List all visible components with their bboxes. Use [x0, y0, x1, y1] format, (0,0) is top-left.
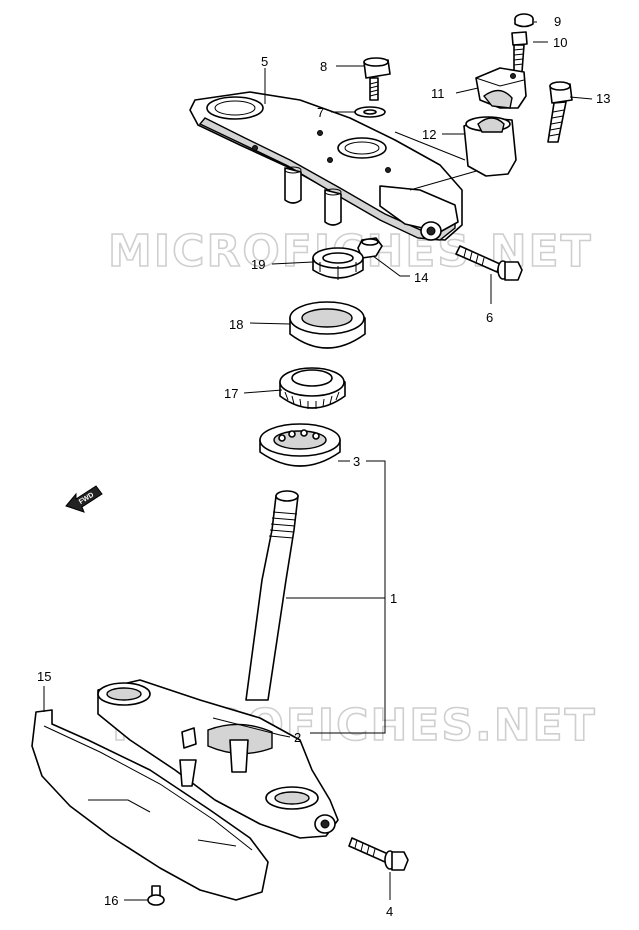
callout-18: 18 [229, 317, 243, 332]
stem-nut-19 [312, 247, 364, 280]
bolt-8 [363, 57, 391, 101]
callout-labels: 5 8 7 9 10 11 12 13 19 14 6 18 17 3 1 15… [37, 14, 610, 919]
bolt-6 [455, 245, 523, 281]
callout-14: 14 [414, 270, 428, 285]
fwd-direction-arrow: FWD [65, 485, 103, 513]
washer-7 [354, 106, 386, 118]
dust-seal-18 [289, 301, 366, 349]
callout-5: 5 [261, 54, 268, 69]
bolt-13 [547, 81, 573, 143]
callout-19: 19 [251, 257, 265, 272]
handlebar-holder-lower-12 [463, 116, 517, 177]
callout-1: 1 [390, 591, 397, 606]
cap-9 [514, 13, 534, 28]
handlebar-holder-upper-11 [475, 67, 527, 109]
callout-12: 12 [422, 127, 436, 142]
bearing-3 [259, 423, 341, 467]
callout-9: 9 [554, 14, 561, 29]
callout-3: 3 [353, 454, 360, 469]
leader-lines [43, 21, 593, 901]
callout-6: 6 [486, 310, 493, 325]
callout-2: 2 [294, 730, 301, 745]
callout-7: 7 [317, 105, 324, 120]
callout-13: 13 [596, 91, 610, 106]
callout-17: 17 [224, 386, 238, 401]
callout-8: 8 [320, 59, 327, 74]
stem-cover-15 [31, 709, 269, 901]
callout-4: 4 [386, 904, 393, 919]
bearing-17 [279, 367, 346, 409]
bolt-4 [348, 837, 409, 871]
callout-11: 11 [431, 86, 445, 101]
callout-10: 10 [553, 35, 567, 50]
lower-bracket [97, 679, 339, 839]
callout-15: 15 [37, 669, 51, 684]
bolt-10 [511, 31, 528, 73]
screw-16 [147, 885, 165, 906]
upper-bracket [189, 91, 463, 241]
callout-16: 16 [104, 893, 118, 908]
steering-stem-shaft [245, 490, 299, 701]
nut-14 [357, 237, 383, 259]
